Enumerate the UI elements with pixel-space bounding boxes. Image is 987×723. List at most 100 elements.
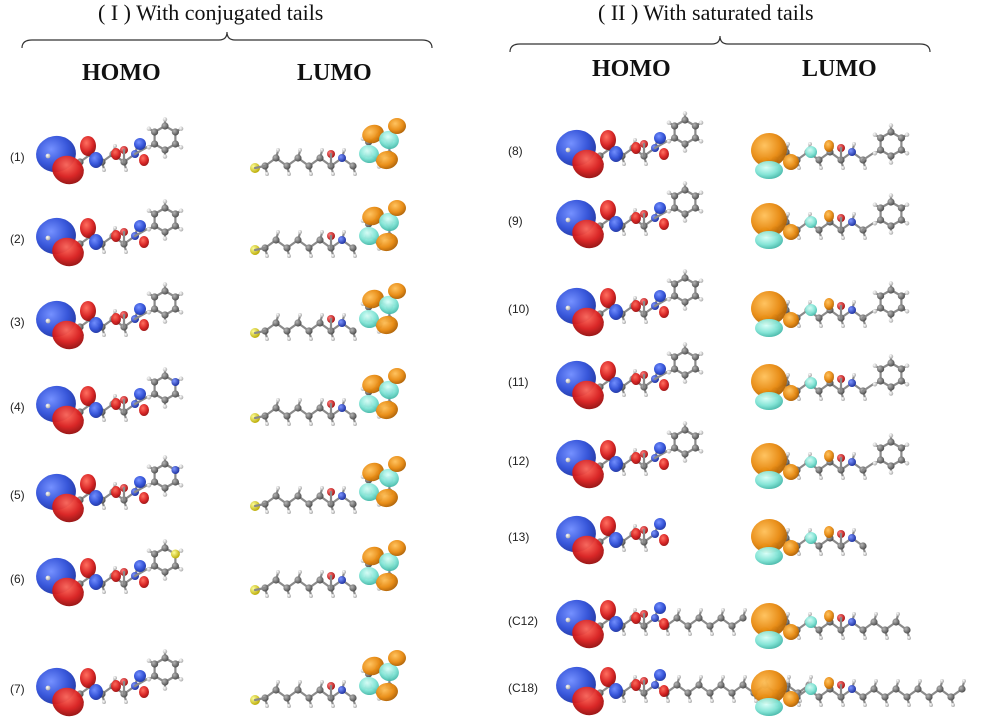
carbon-atom: [161, 122, 169, 130]
homo-lobe-positive: [134, 670, 146, 682]
carbon-atom: [171, 390, 179, 398]
carbon-atom: [870, 618, 878, 626]
hydrogen-atom: [841, 476, 845, 480]
carbon-atom: [914, 685, 922, 693]
carbon-atom: [161, 654, 169, 662]
homo-orbital-rendering: [556, 111, 704, 179]
hydrogen-atom: [863, 166, 867, 170]
hydrogen-atom: [102, 168, 106, 172]
carbon-atom: [151, 140, 159, 148]
carbon-atom: [349, 244, 357, 252]
homo-orbital-rendering: [36, 117, 184, 185]
hydrogen-atom: [808, 300, 812, 304]
hydrogen-atom: [331, 510, 335, 514]
carbon-atom: [684, 622, 692, 630]
hydrogen-atom: [874, 679, 878, 683]
hydrogen-atom: [265, 594, 269, 598]
homo-lobe-positive: [134, 138, 146, 150]
homo-lobe-positive: [609, 532, 623, 548]
carbon-atom: [283, 694, 291, 702]
hydrogen-atom: [699, 675, 703, 679]
hydrogen-atom: [565, 684, 571, 690]
hydrogen-atom: [666, 370, 672, 375]
homo-lobe-negative: [600, 600, 616, 620]
hydrogen-atom: [698, 370, 704, 375]
hydrogen-atom: [178, 227, 184, 232]
homo-lobe-positive: [654, 202, 666, 214]
lumo-lobe-positive: [388, 200, 406, 216]
carbon-atom: [887, 198, 895, 206]
hydrogen-atom: [320, 570, 324, 574]
hydrogen-atom: [287, 510, 291, 514]
homo-lobe-negative: [111, 570, 121, 582]
homo-lobe-negative: [80, 301, 96, 321]
hydrogen-atom: [852, 452, 856, 456]
homo-lobe-negative: [600, 440, 616, 460]
hydrogen-atom: [276, 486, 280, 490]
col-head-homo-conjugated: HOMO: [82, 60, 161, 86]
hydrogen-atom: [287, 337, 291, 341]
hydrogen-atom: [808, 679, 812, 683]
homo-orbital-rendering: [36, 282, 184, 350]
carbon-atom: [161, 460, 169, 468]
hydrogen-atom: [885, 703, 889, 707]
hydrogen-atom: [320, 230, 324, 234]
lumo-lobe-positive: [388, 118, 406, 134]
hydrogen-atom: [342, 313, 346, 317]
lumo-lobe-positive: [376, 682, 398, 702]
compound-label: (3): [10, 315, 25, 329]
carbon-atom: [681, 450, 689, 458]
homo-lobe-negative: [600, 667, 616, 687]
hydrogen-atom: [178, 291, 184, 296]
hydrogen-atom: [872, 202, 878, 207]
homo-lobe-negative: [659, 458, 669, 470]
carbon-atom: [294, 576, 302, 584]
hydrogen-atom: [682, 218, 688, 223]
carbon-atom: [671, 353, 679, 361]
hydrogen-atom: [809, 675, 813, 679]
hydrogen-atom: [113, 676, 117, 680]
hydrogen-atom: [644, 393, 648, 397]
carbon-atom: [171, 672, 179, 680]
lumo-lobe-negative: [359, 482, 379, 502]
lumo-lobe-positive: [783, 224, 799, 240]
lumo-lobe-negative: [379, 380, 399, 400]
carbon-atom: [728, 622, 736, 630]
carbon-atom: [691, 292, 699, 300]
carbon-atom: [316, 492, 324, 500]
hydrogen-atom: [904, 442, 910, 447]
carbon-atom: [936, 685, 944, 693]
hydrogen-atom: [872, 221, 878, 226]
carbon-atom: [695, 681, 703, 689]
homo-orbital-rendering: [36, 367, 184, 435]
compound-label: (12): [508, 454, 530, 468]
carbon-atom: [671, 122, 679, 130]
carbon-atom: [887, 438, 895, 446]
carbon-atom: [897, 292, 905, 300]
carbon-atom: [151, 478, 159, 486]
carbon-atom: [316, 154, 324, 162]
hydrogen-atom: [146, 567, 152, 572]
lumo-orbital-rendering: [751, 433, 910, 489]
hydrogen-atom: [565, 617, 571, 623]
hydrogen-atom: [872, 309, 878, 314]
hydrogen-atom: [852, 679, 856, 683]
carbon-atom: [283, 244, 291, 252]
homo-orbital-rendering: [36, 199, 184, 267]
homo-lobe-negative: [631, 679, 641, 691]
lumo-lobe-positive: [376, 232, 398, 252]
hydrogen-atom: [309, 510, 313, 514]
homo-lobe-positive: [134, 476, 146, 488]
homo-lobe-negative: [600, 361, 616, 381]
homo-lobe-negative: [139, 404, 149, 416]
hydrogen-atom: [146, 208, 152, 213]
lumo-lobe-positive: [783, 624, 799, 640]
bond: [653, 296, 671, 308]
hydrogen-atom: [113, 144, 117, 148]
carbon-atom: [161, 678, 169, 686]
lumo-lobe-positive: [751, 290, 787, 326]
homo-lobe-positive: [654, 602, 666, 614]
homo-lobe-positive: [89, 684, 103, 700]
carbon-atom: [171, 140, 179, 148]
hydrogen-atom: [146, 464, 152, 469]
